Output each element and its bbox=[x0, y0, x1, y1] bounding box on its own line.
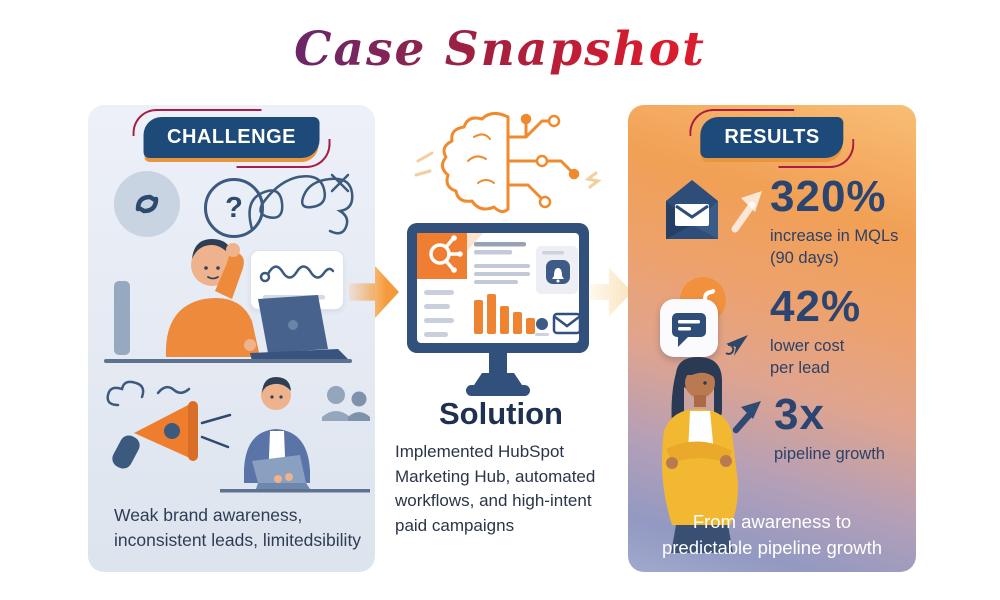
stat-pipeline-label: pipeline growth bbox=[774, 444, 885, 466]
results-panel: RESULTS 320% increase in MQLs (90 days) bbox=[628, 105, 916, 572]
brain-circuit-icon bbox=[414, 112, 602, 214]
open-envelope-icon bbox=[666, 180, 718, 239]
hubspot-sprocket-logo-icon bbox=[429, 235, 463, 273]
tangled-line-icon bbox=[248, 173, 354, 235]
results-footer: From awareness to predictable pipeline g… bbox=[628, 509, 916, 560]
solution-line-1: Implemented HubSpot bbox=[395, 442, 565, 461]
stat-pipeline: 3x pipeline growth bbox=[774, 393, 885, 466]
broken-link-icon bbox=[114, 171, 180, 237]
stat-mqls-value: 320% bbox=[770, 172, 887, 221]
growth-arrow-icon bbox=[732, 401, 761, 434]
solution-heading: Solution bbox=[439, 396, 563, 431]
envelope-icon bbox=[552, 312, 582, 335]
woman-arms-crossed-illustration bbox=[662, 357, 738, 553]
megaphone-icon bbox=[106, 380, 232, 469]
stat-cost-label-line-1: lower cost bbox=[770, 337, 845, 355]
results-badge: RESULTS bbox=[689, 109, 856, 168]
stat-pipeline-label-line-1: pipeline growth bbox=[774, 445, 885, 463]
sidebar-menu-lines bbox=[424, 290, 454, 337]
caption-line-2: inconsistent leads, limitedsibility bbox=[114, 529, 362, 550]
challenge-badge-label: CHALLENGE bbox=[167, 126, 296, 148]
solution-line-3: workflows, and high-intent bbox=[395, 491, 592, 511]
avatar bbox=[536, 318, 548, 330]
stat-cost-label-line-2: per lead bbox=[770, 358, 830, 377]
challenge-panel: CHALLENGE ? bbox=[88, 105, 375, 572]
stat-cost-label: lower cost per lead bbox=[770, 336, 861, 380]
stat-mqls-label-line-1: increase in MQLs bbox=[770, 227, 899, 245]
solution-description: Implemented HubSpot Marketing Hub, autom… bbox=[395, 440, 595, 539]
bell-icon bbox=[552, 268, 564, 283]
broken-link-glyph bbox=[135, 194, 159, 214]
cursor-icon bbox=[725, 335, 748, 356]
stat-mqls-label-line-2: (90 days) bbox=[770, 248, 839, 267]
stat-pipeline-value: 3x bbox=[774, 390, 825, 439]
results-badge-label: RESULTS bbox=[724, 126, 820, 148]
hubspot-dashboard-monitor bbox=[407, 223, 589, 396]
bar-chart-icon bbox=[474, 294, 535, 334]
challenge-caption: Weak brand awareness, inconsistent leads… bbox=[114, 503, 361, 552]
up-arrow-light-icon bbox=[731, 191, 762, 233]
footer-line-2: predictable pipeline growth bbox=[661, 536, 883, 558]
stat-mqls-label: increase in MQLs (90 days) bbox=[770, 226, 898, 270]
frustrated-person-illustration bbox=[104, 239, 352, 363]
page-title: Case Snapshot bbox=[0, 22, 1000, 77]
question-mark-glyph: ? bbox=[225, 191, 243, 224]
chat-bubble-glyph bbox=[672, 313, 706, 347]
question-mark-icon: ? bbox=[204, 178, 264, 238]
solution-line-2: Marketing Hub, automated bbox=[395, 466, 596, 486]
stat-cost: 42% lower cost per lead bbox=[770, 285, 861, 380]
chat-message-icon bbox=[660, 299, 718, 357]
person-at-laptop-illustration bbox=[220, 377, 370, 493]
solution-line-4: paid campaigns bbox=[395, 515, 515, 535]
stat-cost-value: 42% bbox=[770, 282, 862, 331]
footer-line-1: From awareness to bbox=[692, 511, 852, 532]
stat-mqls: 320% increase in MQLs (90 days) bbox=[770, 175, 898, 270]
caption-line-1: Weak brand awareness, bbox=[114, 505, 303, 525]
challenge-badge: CHALLENGE bbox=[132, 109, 331, 168]
audience-silhouettes-icon bbox=[322, 386, 370, 421]
